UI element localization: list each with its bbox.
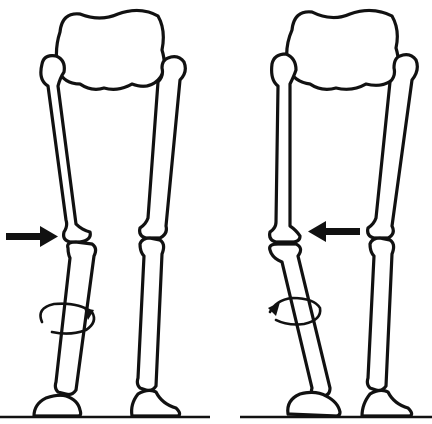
- left-panel-tibia-b: [137, 238, 163, 391]
- right-panel-foot-b: [362, 390, 412, 416]
- left-panel-foot-a: [34, 395, 81, 416]
- left-panel-tibia-a: [55, 242, 95, 395]
- right-panel-femur-a: [270, 54, 300, 242]
- right-panel-tibia-b: [367, 238, 393, 391]
- right-panel-force-arrow-left: [308, 221, 360, 242]
- right-panel-foot-a: [288, 392, 340, 416]
- left-panel-force-arrow-right: [6, 226, 58, 247]
- right-pelvis: [287, 10, 399, 89]
- left-panel-foot-b: [132, 390, 180, 416]
- left-panel: [6, 10, 185, 416]
- right-panel: [268, 10, 417, 416]
- left-pelvis: [56, 10, 164, 89]
